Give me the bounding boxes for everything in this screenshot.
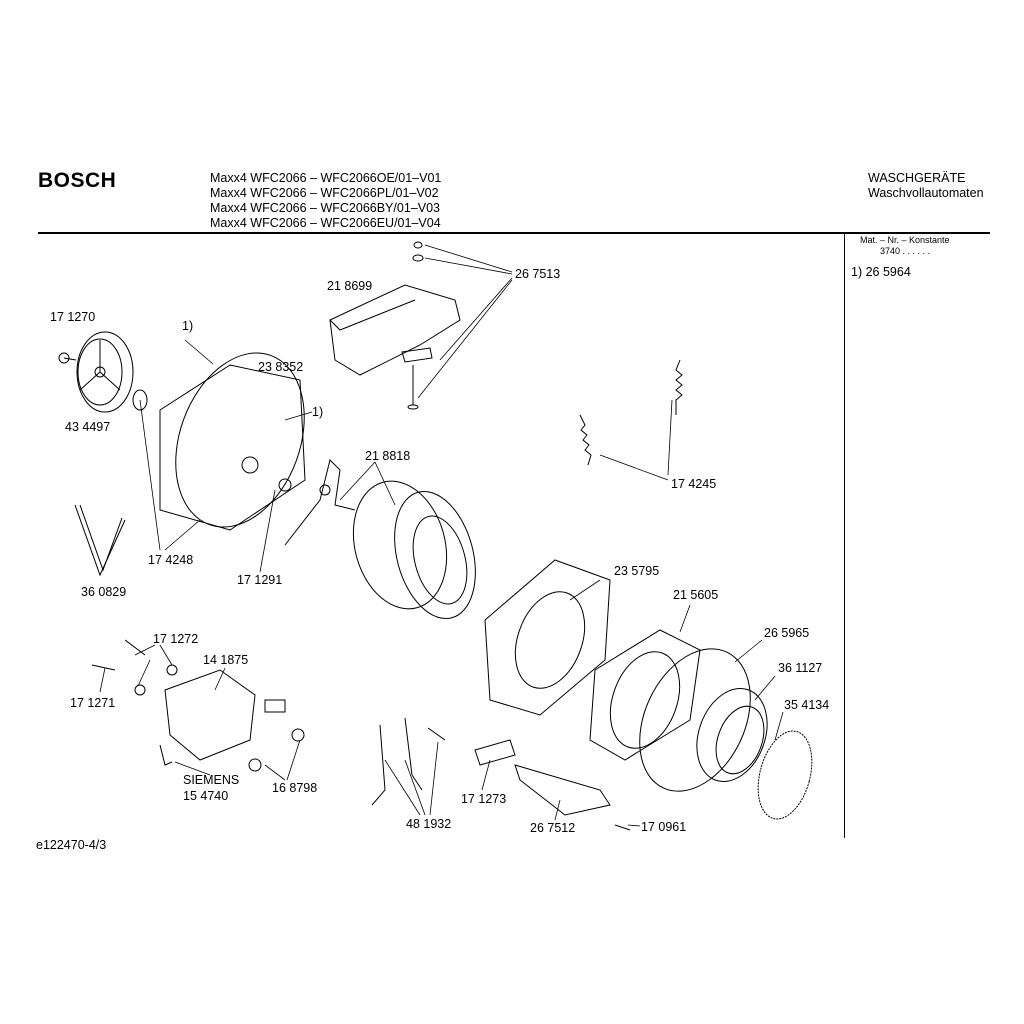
screws-17-1271-1272: [91, 639, 178, 696]
part-label: 26 7512: [530, 821, 576, 835]
weight-21-5605: [589, 629, 701, 761]
footnote: 1) 26 5964: [851, 265, 911, 279]
part-label: 43 4497: [65, 420, 111, 434]
part-label: 17 0961: [641, 820, 687, 834]
screw-17-1270: [58, 352, 77, 364]
belt-36-0829: [74, 504, 126, 577]
part-label: 48 1932: [406, 817, 452, 831]
shock-absorbers-48-1932: [371, 717, 446, 806]
springs-17-4245: [579, 359, 683, 466]
ring-35-4134: [757, 730, 813, 820]
model-line: Maxx4 WFC2066 – WFC2066BY/01–V03: [210, 201, 440, 215]
part-label: 17 1271: [70, 696, 116, 710]
part-label: 16 8798: [272, 781, 318, 795]
tub-rear-23-8352: [159, 352, 306, 531]
spider-21-8818: [284, 459, 356, 546]
part-label: 35 4134: [784, 698, 830, 712]
part-label: 14 1875: [203, 653, 249, 667]
part-label: 15 4740: [183, 789, 229, 803]
part-label: 23 8352: [258, 360, 304, 374]
part-label: 17 1272: [153, 632, 199, 646]
footnote-marker: 1): [312, 405, 324, 419]
header-divider: [38, 232, 990, 234]
part-label: 17 1270: [50, 310, 96, 324]
part-label: 21 5605: [673, 588, 719, 602]
subcategory: Waschvollautomaten: [868, 186, 984, 200]
model-line: Maxx4 WFC2066 – WFC2066OE/01–V01: [210, 171, 442, 185]
heater-26-7512: [474, 739, 631, 831]
model-line: Maxx4 WFC2066 – WFC2066PL/01–V02: [210, 186, 439, 200]
part-label: 26 7513: [515, 267, 561, 281]
part-label: 36 0829: [81, 585, 127, 599]
part-label: 36 1127: [778, 661, 823, 675]
part-label: 21 8699: [327, 279, 373, 293]
category: WASCHGERÄTE: [868, 171, 966, 185]
footnote-marker: 1): [182, 319, 194, 333]
mat-nr-value: 3740 . . . . . .: [880, 246, 931, 256]
bracket-21-8699: [329, 284, 461, 376]
motor-14-1875: [159, 669, 286, 766]
gasket-26-5965: [639, 648, 751, 792]
leader-lines: [99, 244, 784, 827]
pulley-43-4497: [76, 331, 148, 413]
part-label: SIEMENS: [183, 773, 240, 787]
part-label: 17 1273: [461, 792, 507, 806]
part-label: 23 5795: [614, 564, 660, 578]
seal-36-1127: [696, 688, 768, 782]
screw-nuts-26-7513: [401, 241, 433, 410]
part-label: 17 4248: [148, 553, 194, 567]
mat-nr-label: Mat. – Nr. – Konstante: [860, 235, 950, 245]
part-label: 26 5965: [764, 626, 810, 640]
sidebar-divider: [844, 234, 845, 838]
part-label: 17 1291: [237, 573, 283, 587]
model-line: Maxx4 WFC2066 – WFC2066EU/01–V04: [210, 216, 441, 230]
drawing-id: e122470-4/3: [36, 838, 107, 852]
part-label: 21 8818: [365, 449, 411, 463]
brand-logo: BOSCH: [38, 169, 117, 192]
drum-rear: [352, 480, 476, 620]
bushes-16-8798: [248, 728, 305, 772]
part-label: 17 4245: [671, 477, 717, 491]
tub-front-23-5795: [484, 559, 611, 716]
